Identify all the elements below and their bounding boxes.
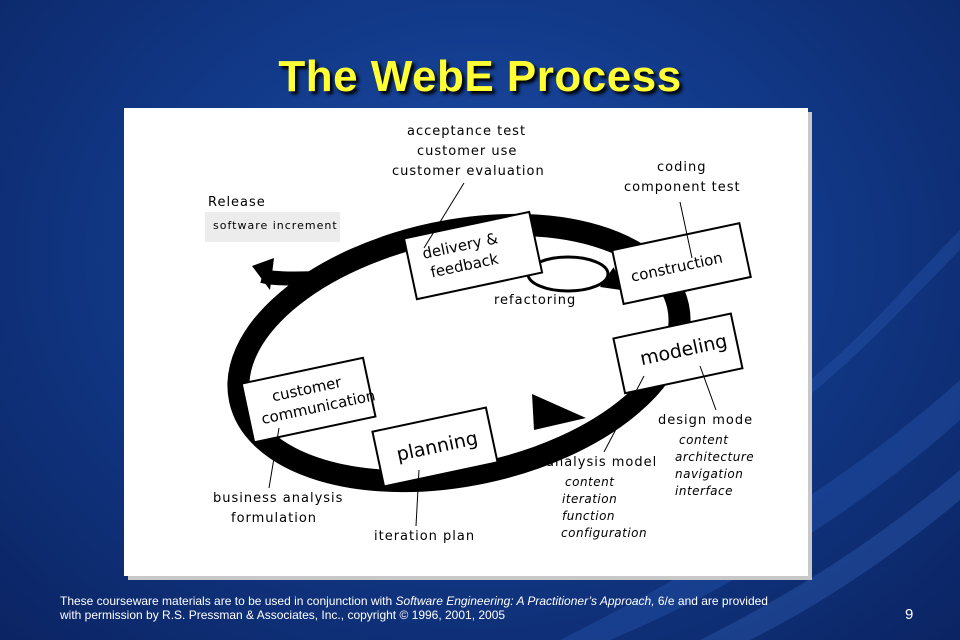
software-increment-box: [205, 212, 340, 242]
annotation-acceptance-test: acceptance test: [407, 124, 526, 139]
construction-leader-line: [679, 201, 693, 259]
planning-box: planning: [371, 406, 499, 488]
planning-leader-line: [415, 469, 420, 527]
footer-text-edition: 6/e and are provided: [654, 594, 768, 608]
construction-box: construction: [610, 221, 752, 306]
annotation-design-model: design mode: [658, 413, 753, 428]
annotation-coding: coding: [657, 160, 706, 175]
release-arrowhead: [252, 258, 274, 290]
diagram-panel: refactoring Release software increment d…: [124, 108, 808, 576]
design-item-navigation: navigation: [675, 467, 743, 481]
delivery-leader-line: [423, 182, 465, 249]
annotation-formulation: formulation: [231, 511, 317, 526]
footer-text-start: These courseware materials are to be use…: [60, 594, 396, 608]
slide-title: The WebE Process: [278, 52, 682, 101]
analysis-item-content: content: [565, 475, 615, 489]
refactoring-loop: [526, 255, 627, 293]
annotation-analysis-model: analysis model: [546, 455, 657, 470]
modeling-box: modeling: [612, 312, 744, 395]
annotation-customer-evaluation: customer evaluation: [392, 164, 545, 179]
footer-text-line2: with permission by R.S. Pressman & Assoc…: [60, 608, 506, 622]
communication-leader-line: [268, 427, 280, 489]
slide-number: 9: [905, 606, 914, 623]
refactoring-label: refactoring: [494, 293, 576, 308]
annotation-business-analysis: business analysis: [213, 491, 343, 506]
annotation-component-test: component test: [624, 180, 741, 195]
footer-book-title: Software Engineering: A Practitioner’s A…: [395, 594, 655, 608]
customer-communication-box: customer communication: [240, 356, 377, 444]
analysis-leader-line: [603, 375, 645, 453]
analysis-item-configuration: configuration: [561, 526, 647, 540]
design-leader-line: [699, 365, 717, 411]
analysis-item-function: function: [562, 509, 615, 523]
copyright-footer: These courseware materials are to be use…: [60, 594, 860, 622]
design-item-interface: interface: [675, 484, 733, 498]
cycle-arrowhead: [532, 394, 586, 430]
design-item-content: content: [679, 433, 729, 447]
delivery-feedback-box: delivery & feedback: [402, 210, 544, 301]
annotation-customer-use: customer use: [417, 144, 517, 159]
software-increment-label: software increment: [213, 219, 338, 232]
annotation-iteration-plan: iteration plan: [374, 529, 475, 544]
design-item-architecture: architecture: [675, 450, 754, 464]
release-label: Release: [208, 195, 266, 210]
analysis-item-iteration: iteration: [562, 492, 617, 506]
webe-process-diagram: refactoring Release software increment d…: [205, 124, 754, 544]
